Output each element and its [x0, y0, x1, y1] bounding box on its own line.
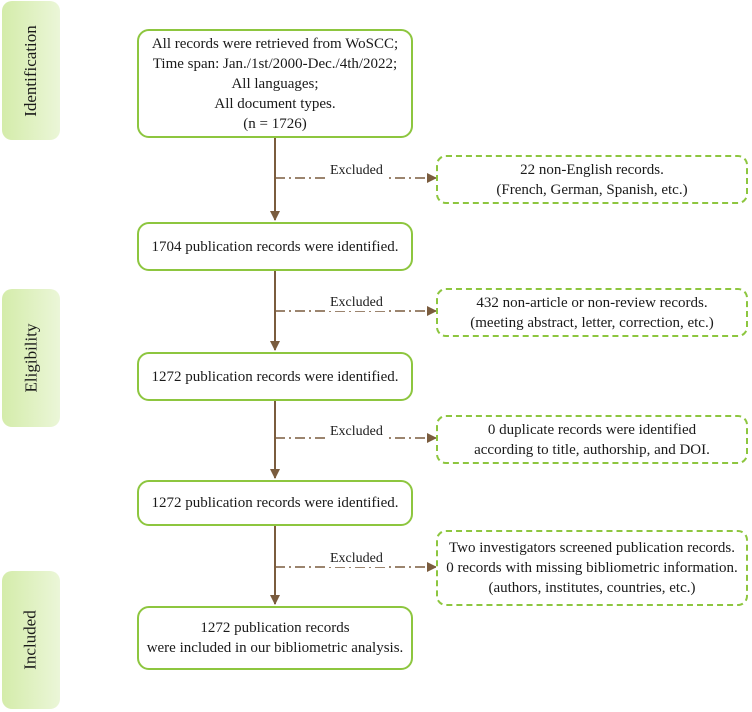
stage-label: Identification: [21, 24, 41, 117]
box-line: 1272 publication records were identified…: [151, 368, 399, 385]
box-line: were included in our bibliometric analys…: [146, 640, 404, 656]
box-line: according to title, authorship, and DOI.: [474, 441, 710, 458]
excluded-label-4: Excluded: [328, 551, 385, 567]
stage-included: Included: [2, 571, 60, 709]
stage-identification: Identification: [2, 1, 60, 140]
box-line: (meeting abstract, letter, correction, e…: [470, 314, 714, 331]
box-line: 1272 publication records: [200, 620, 350, 636]
box-line: 432 non-article or non-review records.: [476, 294, 708, 311]
main-box-identified-2: 1272 publication records were identified…: [137, 352, 413, 401]
main-box-retrieved: All records were retrieved from WoSCC; T…: [137, 29, 413, 138]
excluded-label-1: Excluded: [328, 163, 385, 179]
excluded-label-3: Excluded: [328, 424, 385, 440]
exclusion-box-missing-info: Two investigators screened publication r…: [436, 530, 748, 606]
stage-label: Eligibility: [21, 323, 41, 393]
main-box-identified-3: 1272 publication records were identified…: [137, 480, 413, 526]
box-line: 0 duplicate records were identified: [487, 421, 697, 438]
box-line: All document types.: [214, 95, 336, 112]
box-line: Two investigators screened publication r…: [449, 540, 735, 556]
stage-label: Included: [21, 610, 41, 670]
box-line: 22 non-English records.: [520, 161, 664, 178]
exclusion-box-non-article: 432 non-article or non-review records. (…: [436, 288, 748, 337]
exclusion-box-non-english: 22 non-English records. (French, German,…: [436, 155, 748, 204]
box-line: Time span: Jan./1st/2000-Dec./4th/2022;: [152, 55, 398, 72]
box-line: (French, German, Spanish, etc.): [496, 181, 688, 198]
box-line: 0 records with missing bibliometric info…: [446, 560, 738, 576]
box-line: (authors, institutes, countries, etc.): [488, 580, 696, 596]
exclusion-box-duplicates: 0 duplicate records were identified acco…: [436, 415, 748, 464]
main-box-included: 1272 publication records were included i…: [137, 606, 413, 670]
box-line: (n = 1726): [243, 115, 307, 132]
stage-eligibility: Eligibility: [2, 289, 60, 427]
box-line: 1704 publication records were identified…: [151, 238, 399, 255]
box-line: All records were retrieved from WoSCC;: [151, 35, 399, 52]
box-line: 1272 publication records were identified…: [151, 495, 399, 511]
excluded-label-2: Excluded: [328, 295, 385, 311]
main-box-identified-1: 1704 publication records were identified…: [137, 222, 413, 271]
box-line: All languages;: [231, 75, 319, 92]
